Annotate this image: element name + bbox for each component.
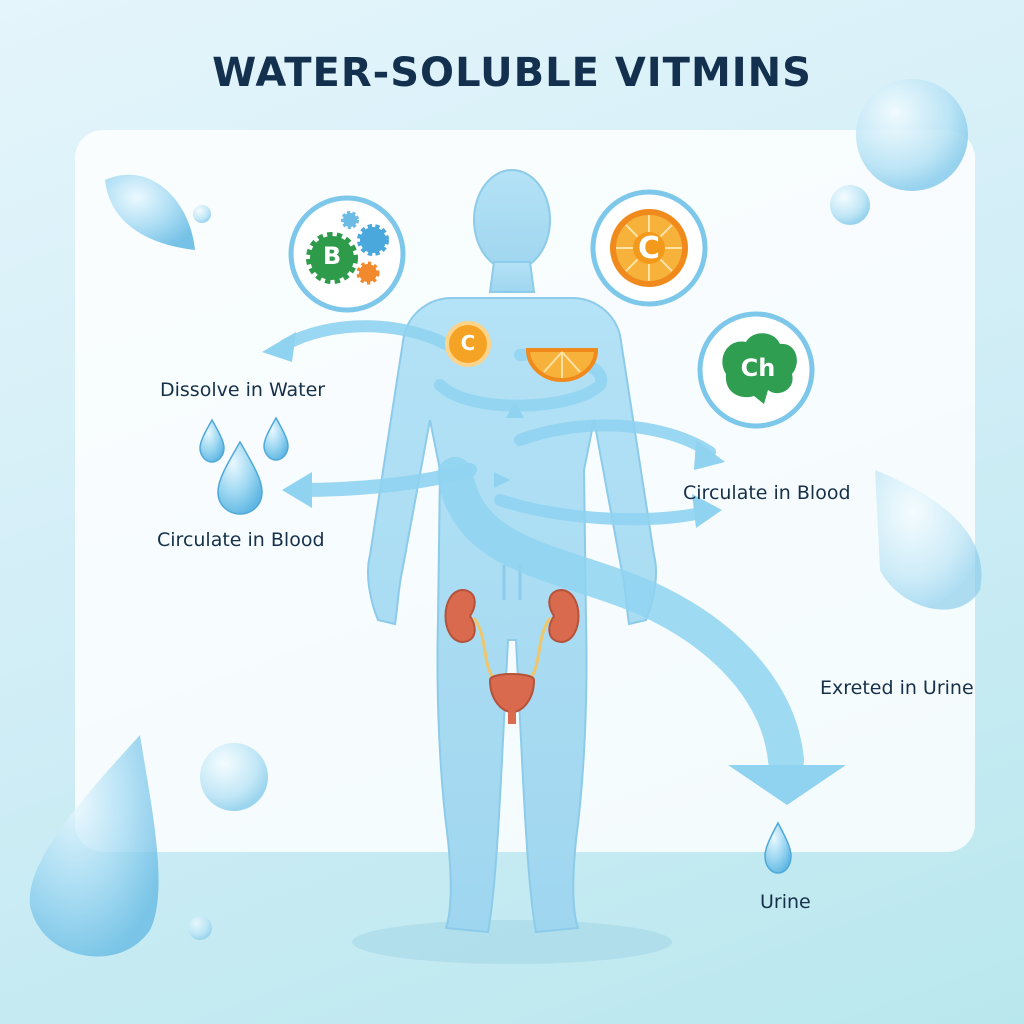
decor-bubble-top-right (856, 79, 968, 191)
decor-drop-right (875, 470, 982, 610)
label-urine: Urine (760, 891, 811, 913)
left-kidney-icon (444, 588, 476, 644)
vitamin-b-label: B (322, 242, 342, 270)
label-circulate-right: Circulate in Blood (683, 482, 851, 504)
decor-bubble-mid-right (830, 185, 870, 225)
decor-drop-bottom-left (29, 735, 159, 957)
vitamin-c-chest-label: C (460, 331, 476, 355)
bladder-icon (488, 673, 536, 714)
gear-icon-blue (357, 224, 389, 256)
gear-icon-orange (356, 261, 380, 285)
arrow-circulate-right-lower (494, 494, 711, 526)
vitamin-b-badge (288, 195, 406, 313)
urine-drop-icon (764, 821, 792, 874)
label-excreted-in-urine: Exreted in Urine (820, 677, 974, 699)
arrow-dissolve (279, 320, 454, 351)
arrow-excreted (437, 457, 804, 778)
vitamin-c-chest-badge (445, 321, 491, 367)
urethra (508, 710, 516, 724)
human-body (367, 169, 657, 934)
orange-half-icon (525, 348, 599, 382)
arrow-heads (262, 332, 846, 805)
label-circulate-left: Circulate in Blood (157, 529, 325, 551)
right-kidney-icon (548, 588, 580, 644)
gear-icon-large (306, 232, 358, 284)
arrow-circulate-right-upper (514, 419, 716, 458)
floor-shadow (352, 920, 672, 964)
choline-badge (697, 311, 815, 429)
decor-bubble-small (193, 205, 211, 223)
vitamin-c-label: C (637, 231, 661, 266)
gear-icon-small-blue (341, 211, 359, 229)
decor-drop-top-left (105, 174, 195, 250)
brain-icon (722, 333, 797, 404)
label-dissolve-in-water: Dissolve in Water (160, 379, 326, 401)
page-title: WATER-SOLUBLE VITMINS (212, 50, 812, 96)
vitamin-c-badge (590, 189, 708, 307)
decor-bubble-tiny-left (188, 916, 212, 940)
decor-bubble-bottom-left (200, 743, 268, 811)
water-drops-icon (199, 416, 289, 515)
choline-label: Ch (740, 354, 776, 382)
